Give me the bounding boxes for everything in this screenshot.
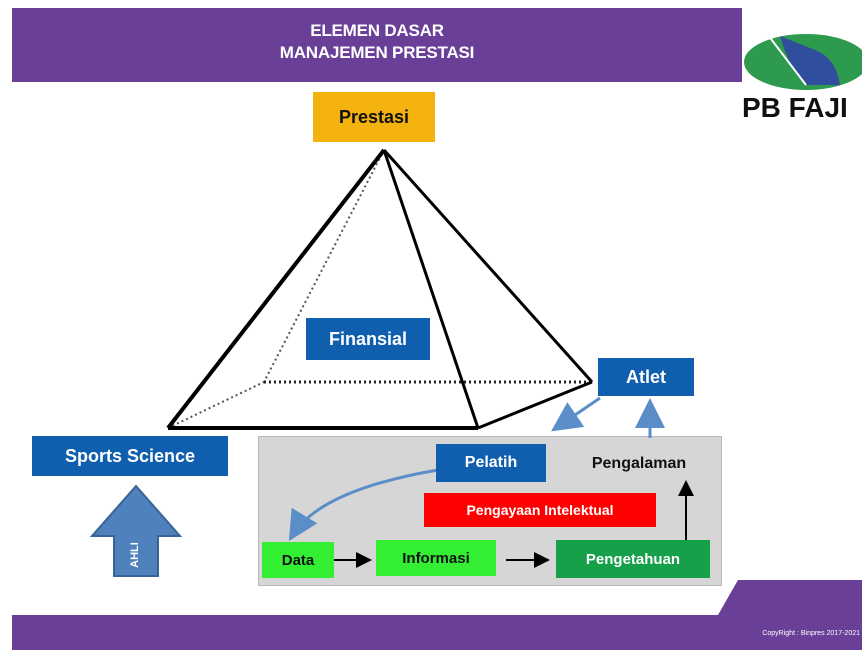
copyright-text: CopyRight : Binpres 2017-2021 xyxy=(762,630,860,637)
header-bar xyxy=(12,8,742,82)
arrow-pelatih-to-data xyxy=(288,468,439,542)
pyramid-edge-front xyxy=(382,149,480,429)
arrow-atlet-to-pyramid xyxy=(551,396,601,432)
node-sports-science: Sports Science xyxy=(32,436,228,476)
node-pengetahuan: Pengetahuan xyxy=(556,540,710,578)
node-pengalaman: Pengalaman xyxy=(591,455,687,472)
slide-title: ELEMEN DASAR MANAJEMEN PRESTASI xyxy=(12,20,742,64)
node-data: Data xyxy=(262,542,334,578)
ahli-arrow-shape xyxy=(89,484,183,577)
pyramid-base-right xyxy=(477,380,593,430)
node-informasi: Informasi xyxy=(376,540,496,576)
pyramid-hidden-edge xyxy=(263,149,385,383)
node-pengayaan-intelektual: Pengayaan Intelektual xyxy=(424,493,656,527)
logo-text: PB FAJI xyxy=(742,92,848,123)
logo-mast xyxy=(751,13,807,86)
node-prestasi: Prestasi xyxy=(313,92,435,142)
footer-bar xyxy=(12,615,862,650)
logo-sail-icon xyxy=(780,36,840,85)
pyramid-edge-left xyxy=(166,148,386,430)
node-finansial: Finansial xyxy=(306,318,430,360)
node-atlet: Atlet xyxy=(598,358,694,396)
title-line-1: ELEMEN DASAR xyxy=(310,21,444,40)
pyramid-edge-right xyxy=(382,148,594,384)
node-pelatih: Pelatih xyxy=(436,444,546,482)
title-line-2: MANAJEMEN PRESTASI xyxy=(279,43,475,62)
footer-accent-shape xyxy=(718,580,862,615)
